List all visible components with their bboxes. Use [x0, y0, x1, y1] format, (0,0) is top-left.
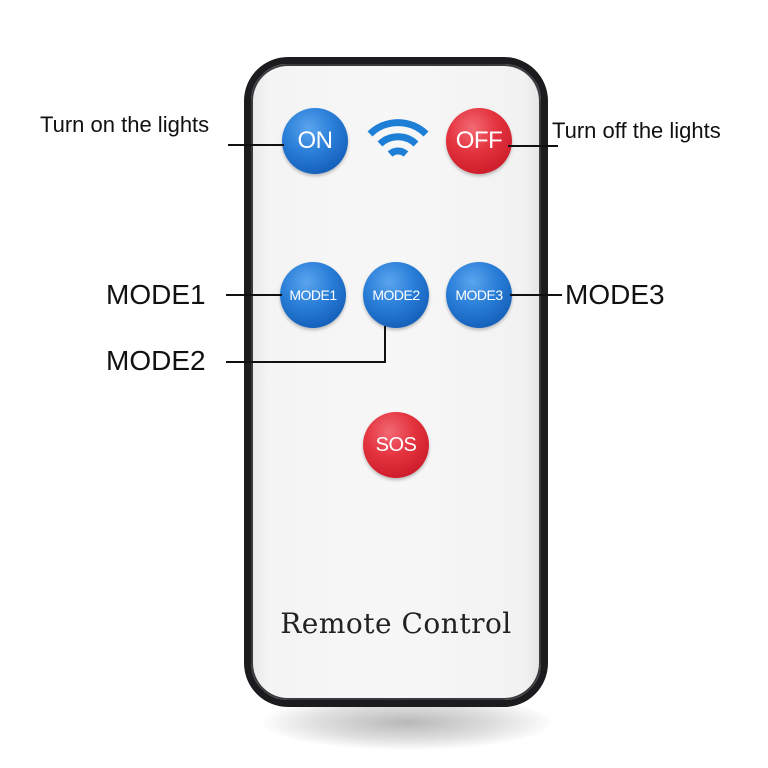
wifi-signal-icon [367, 119, 429, 157]
mode3-button[interactable]: MODE3 [446, 262, 512, 328]
remote-title: Remote Control [280, 607, 512, 640]
mode2-button[interactable]: MODE2 [363, 262, 429, 328]
callout-turn-off: Turn off the lights [552, 118, 721, 143]
on-button[interactable]: ON [282, 108, 348, 174]
off-button[interactable]: OFF [446, 108, 512, 174]
callout-mode2: MODE2 [106, 345, 206, 376]
leader-line-mode3 [510, 294, 562, 296]
mode3-button-label: MODE3 [455, 287, 503, 303]
sos-button[interactable]: SOS [363, 412, 429, 478]
callout-mode3: MODE3 [565, 279, 665, 310]
leader-line-on [228, 144, 284, 146]
sos-button-label: SOS [375, 433, 417, 456]
leader-line-mode2-horizontal [226, 361, 386, 363]
leader-line-mode1 [226, 294, 282, 296]
on-button-label: ON [297, 127, 334, 154]
mode2-button-label: MODE2 [372, 287, 420, 303]
leader-line-mode2-vertical [384, 326, 386, 363]
callout-mode1: MODE1 [106, 279, 206, 310]
callout-turn-on: Turn on the lights [40, 112, 210, 137]
mode1-button[interactable]: MODE1 [280, 262, 346, 328]
mode1-button-label: MODE1 [289, 287, 337, 303]
off-button-label: OFF [455, 127, 503, 154]
leader-line-off [508, 145, 558, 147]
